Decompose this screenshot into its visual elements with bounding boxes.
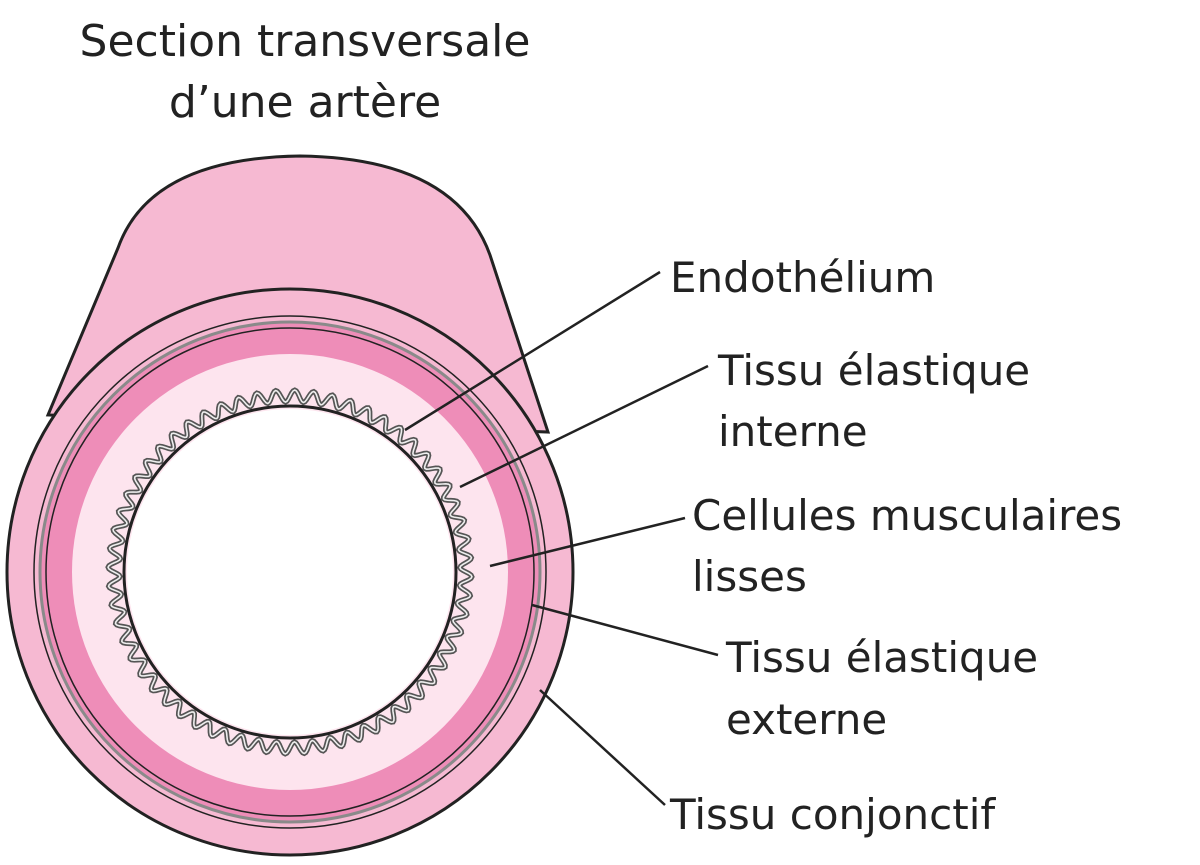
- leader-line-smooth-muscle: [489, 516, 686, 568]
- label-internal-elastic-line1: Tissu élastique: [717, 346, 1030, 395]
- artery-illustration: [5, 154, 575, 857]
- outer-thin-line: [33, 315, 547, 829]
- label-connective-tissue: Tissu conjonctif: [669, 790, 996, 839]
- label-external-elastic-line1: Tissu élastique: [725, 633, 1038, 682]
- internal-elastic-wavy-highlight: [107, 389, 473, 755]
- lumen: [127, 409, 453, 735]
- leader-line-connective: [539, 689, 666, 806]
- label-smooth-muscle-line2: lisses: [692, 552, 807, 601]
- diagram-title-line1: Section transversale: [80, 16, 531, 67]
- label-endothelium: Endothélium: [670, 253, 935, 302]
- leader-line-endothelium: [404, 270, 661, 432]
- label-internal-elastic-line2: interne: [718, 407, 868, 456]
- leader-line-internal-elastic: [459, 364, 709, 489]
- label-smooth-muscle-line1: Cellules musculaires: [692, 491, 1122, 540]
- diagram-title-line2: d’une artère: [169, 77, 441, 128]
- label-external-elastic-line2: externe: [726, 695, 887, 744]
- leader-lines: [404, 270, 719, 806]
- leader-line-external-elastic: [531, 603, 719, 657]
